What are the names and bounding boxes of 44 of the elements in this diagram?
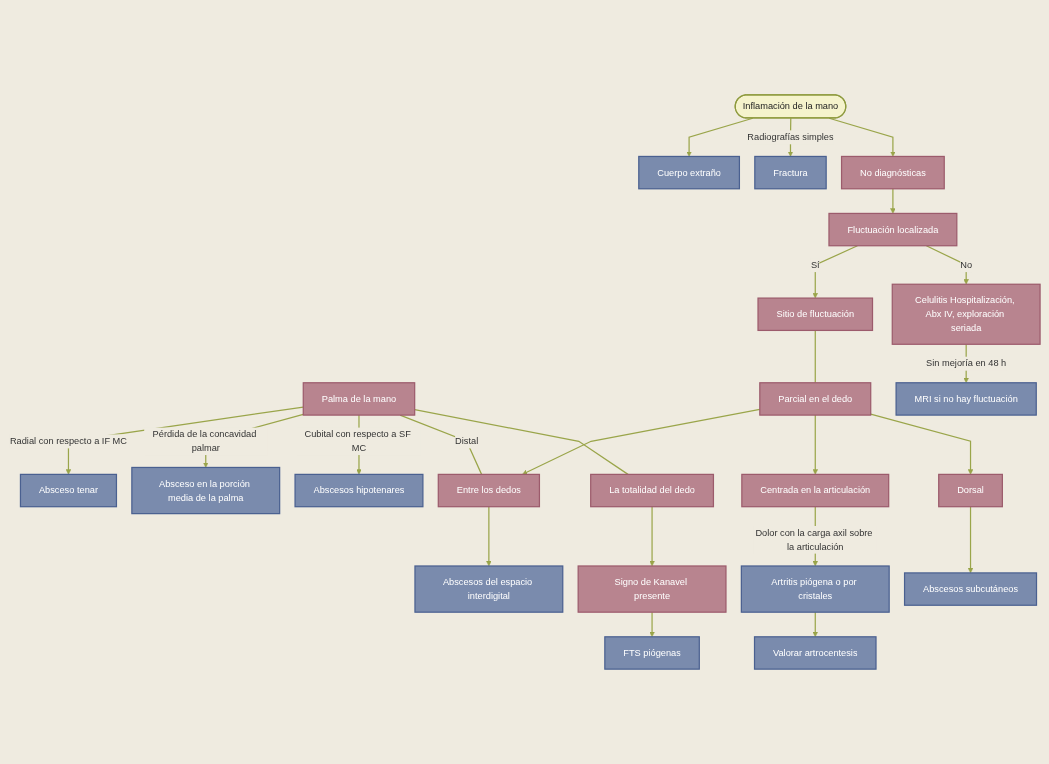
arrow	[648, 506, 655, 567]
edge-label: Pérdida de la concavidad palmar	[152, 428, 256, 453]
edge-label: Cubital con respecto a SF MC	[304, 428, 411, 453]
node-box: Palma de la mano	[302, 382, 415, 416]
node-box: Absceso en la porción media de la palma	[130, 466, 280, 515]
arrow	[812, 245, 858, 299]
edge-label: Radial con respecto a IF MC	[9, 435, 127, 447]
arrow	[889, 188, 896, 214]
edge-label: Sí	[810, 259, 820, 270]
arrow	[812, 611, 818, 638]
arrow	[685, 117, 753, 157]
node-box: Valorar artrocentesis	[753, 636, 877, 670]
node-box: La totalidad del dedo	[589, 473, 714, 508]
node-box: Fluctuación localizada	[827, 212, 957, 247]
arrow	[521, 408, 760, 475]
node-box: Cuerpo extraño	[637, 155, 740, 190]
node-box: Absceso tenar	[19, 473, 117, 508]
arrow	[828, 117, 896, 157]
node-box: Abscesos hipotenares	[293, 473, 423, 508]
node-box: FTS piógenas	[603, 636, 700, 670]
node-box: Centrada en la articulación	[740, 473, 889, 508]
node-box: Artritis piógena o por cristales	[740, 565, 890, 613]
node-box: Entre los dedos	[437, 473, 540, 508]
edge-label: Dolor con la carga axil sobre la articulación	[754, 527, 873, 552]
node-box: Signo de Kanavel presente	[577, 565, 727, 613]
node-box: MRI si no hay fluctuación	[895, 382, 1037, 416]
edge-label: Radiografías simples	[746, 131, 834, 142]
node-box: Abscesos del espacio interdigital	[413, 565, 563, 613]
node-box: Fractura	[753, 155, 827, 190]
node-box: Parcial en el dedo	[758, 382, 871, 416]
node-box: No diagnósticas	[840, 155, 945, 190]
node-box: Dorsal	[937, 473, 1003, 508]
edge-label: No	[959, 259, 972, 270]
arrow	[648, 611, 655, 638]
arrow	[812, 414, 818, 475]
edge-label: Distal	[454, 435, 478, 447]
node-box: Sitio de fluctuación	[756, 297, 873, 332]
arrow	[967, 506, 973, 574]
connector	[814, 329, 816, 384]
node-box: Abscesos subcutáneos	[903, 572, 1037, 606]
node-box: Celulitis Hospitalización, Abx IV, exploración seriada	[891, 283, 1041, 345]
arrow	[869, 413, 973, 475]
edge-label: Sin mejoría en 48 h	[925, 357, 1006, 369]
arrow	[485, 506, 492, 567]
